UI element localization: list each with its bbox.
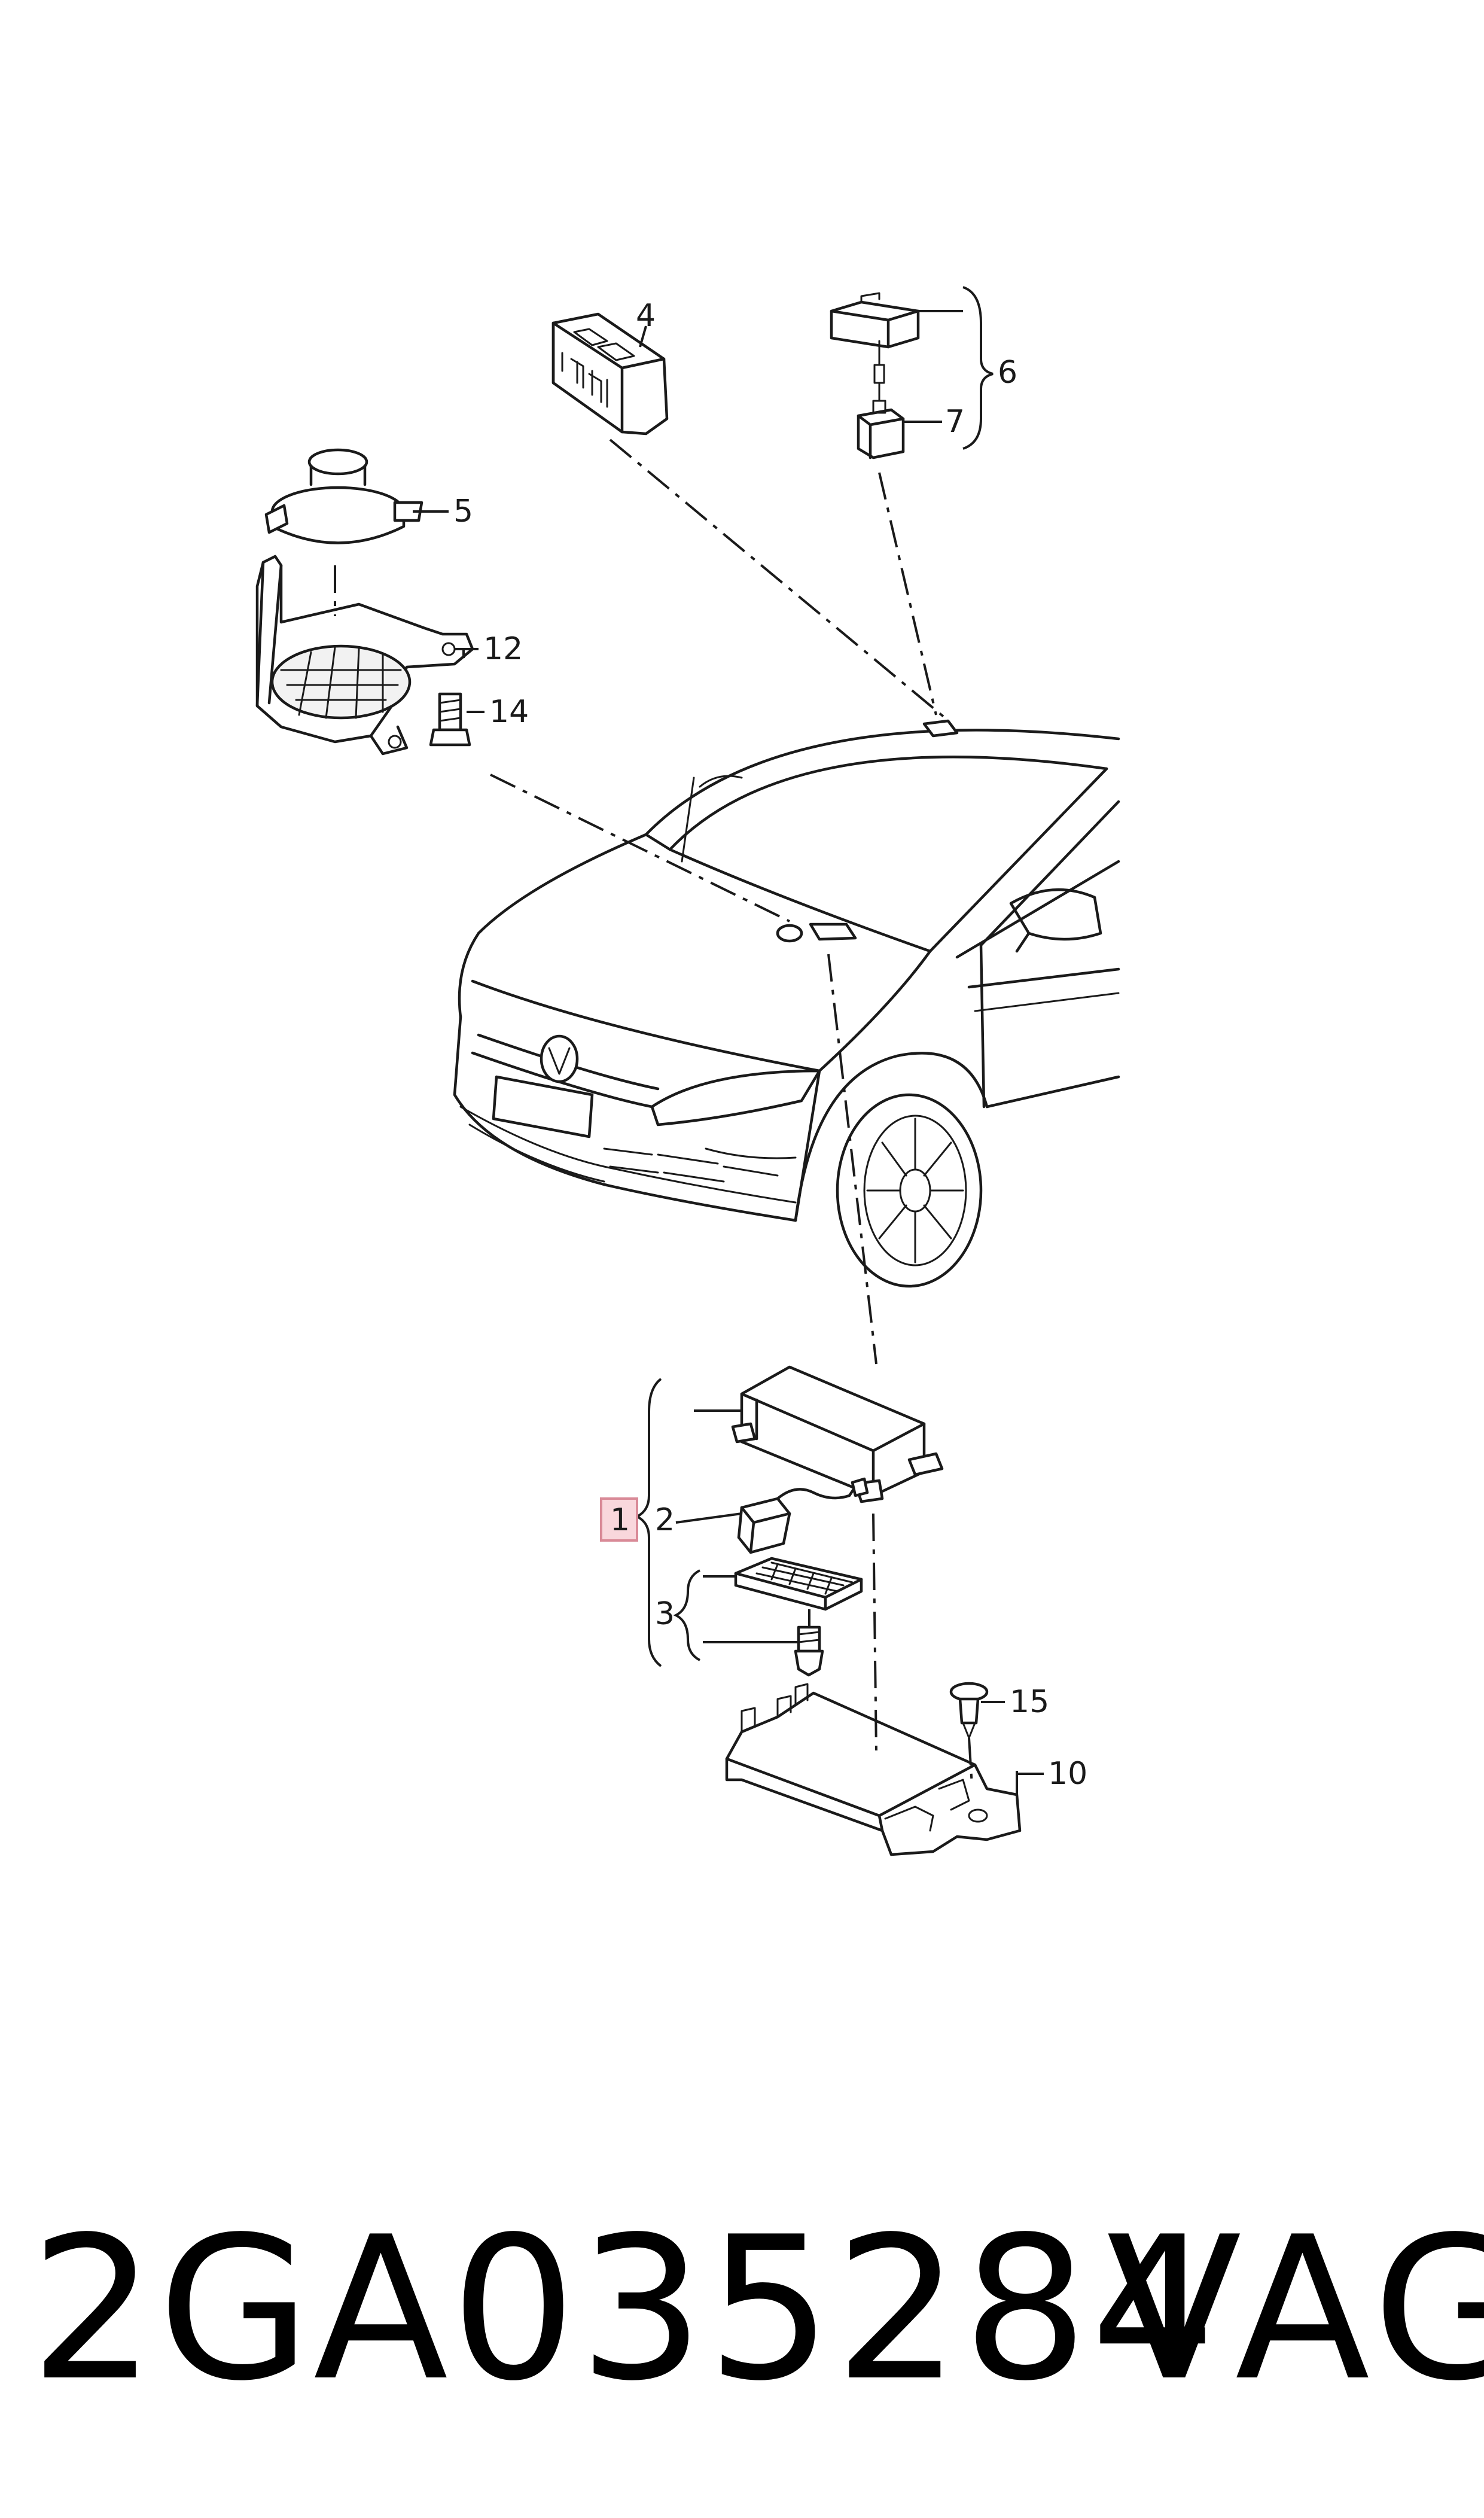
part-6-connector (830, 292, 920, 402)
callout-2[interactable]: 2 (655, 1502, 675, 1538)
callout-14[interactable]: 14 (489, 694, 529, 730)
callout-1[interactable]: 1 (610, 1502, 630, 1538)
part-5-horn (264, 448, 423, 544)
part-3-screw (794, 1625, 824, 1677)
callout-5[interactable]: 5 (453, 494, 473, 529)
part-12-bracket (255, 555, 474, 756)
callout-12[interactable]: 12 (483, 631, 523, 667)
part-15-clip (949, 1682, 989, 1739)
callout-1-highlight (600, 1497, 638, 1542)
part-7-connector (857, 400, 905, 459)
callout-6[interactable]: 6 (998, 355, 1017, 391)
car-illustration (453, 719, 1120, 1288)
part-number: 2GA035284 (30, 2194, 1219, 2424)
footer: 2GA035284 VAG (0, 2184, 1484, 2435)
callouts: 1 2 3 4 5 6 7 10 12 14 15 (453, 298, 1087, 1792)
part-10-bracket (725, 1683, 1022, 1856)
brand-name: VAG (1107, 2194, 1484, 2424)
part-4-module (551, 312, 669, 436)
part-14-screw (429, 692, 471, 747)
assembly-lines (334, 439, 973, 1786)
callout-15[interactable]: 15 (1010, 1684, 1049, 1720)
leader-lines (413, 286, 1044, 1795)
callout-10[interactable]: 10 (1048, 1756, 1087, 1792)
part-3-plate (734, 1557, 863, 1611)
callout-7[interactable]: 7 (945, 404, 965, 440)
part-1-control-unit (731, 1365, 944, 1503)
callout-3[interactable]: 3 (655, 1596, 675, 1632)
part-2-connector (737, 1477, 869, 1554)
callout-4[interactable]: 4 (636, 298, 656, 334)
